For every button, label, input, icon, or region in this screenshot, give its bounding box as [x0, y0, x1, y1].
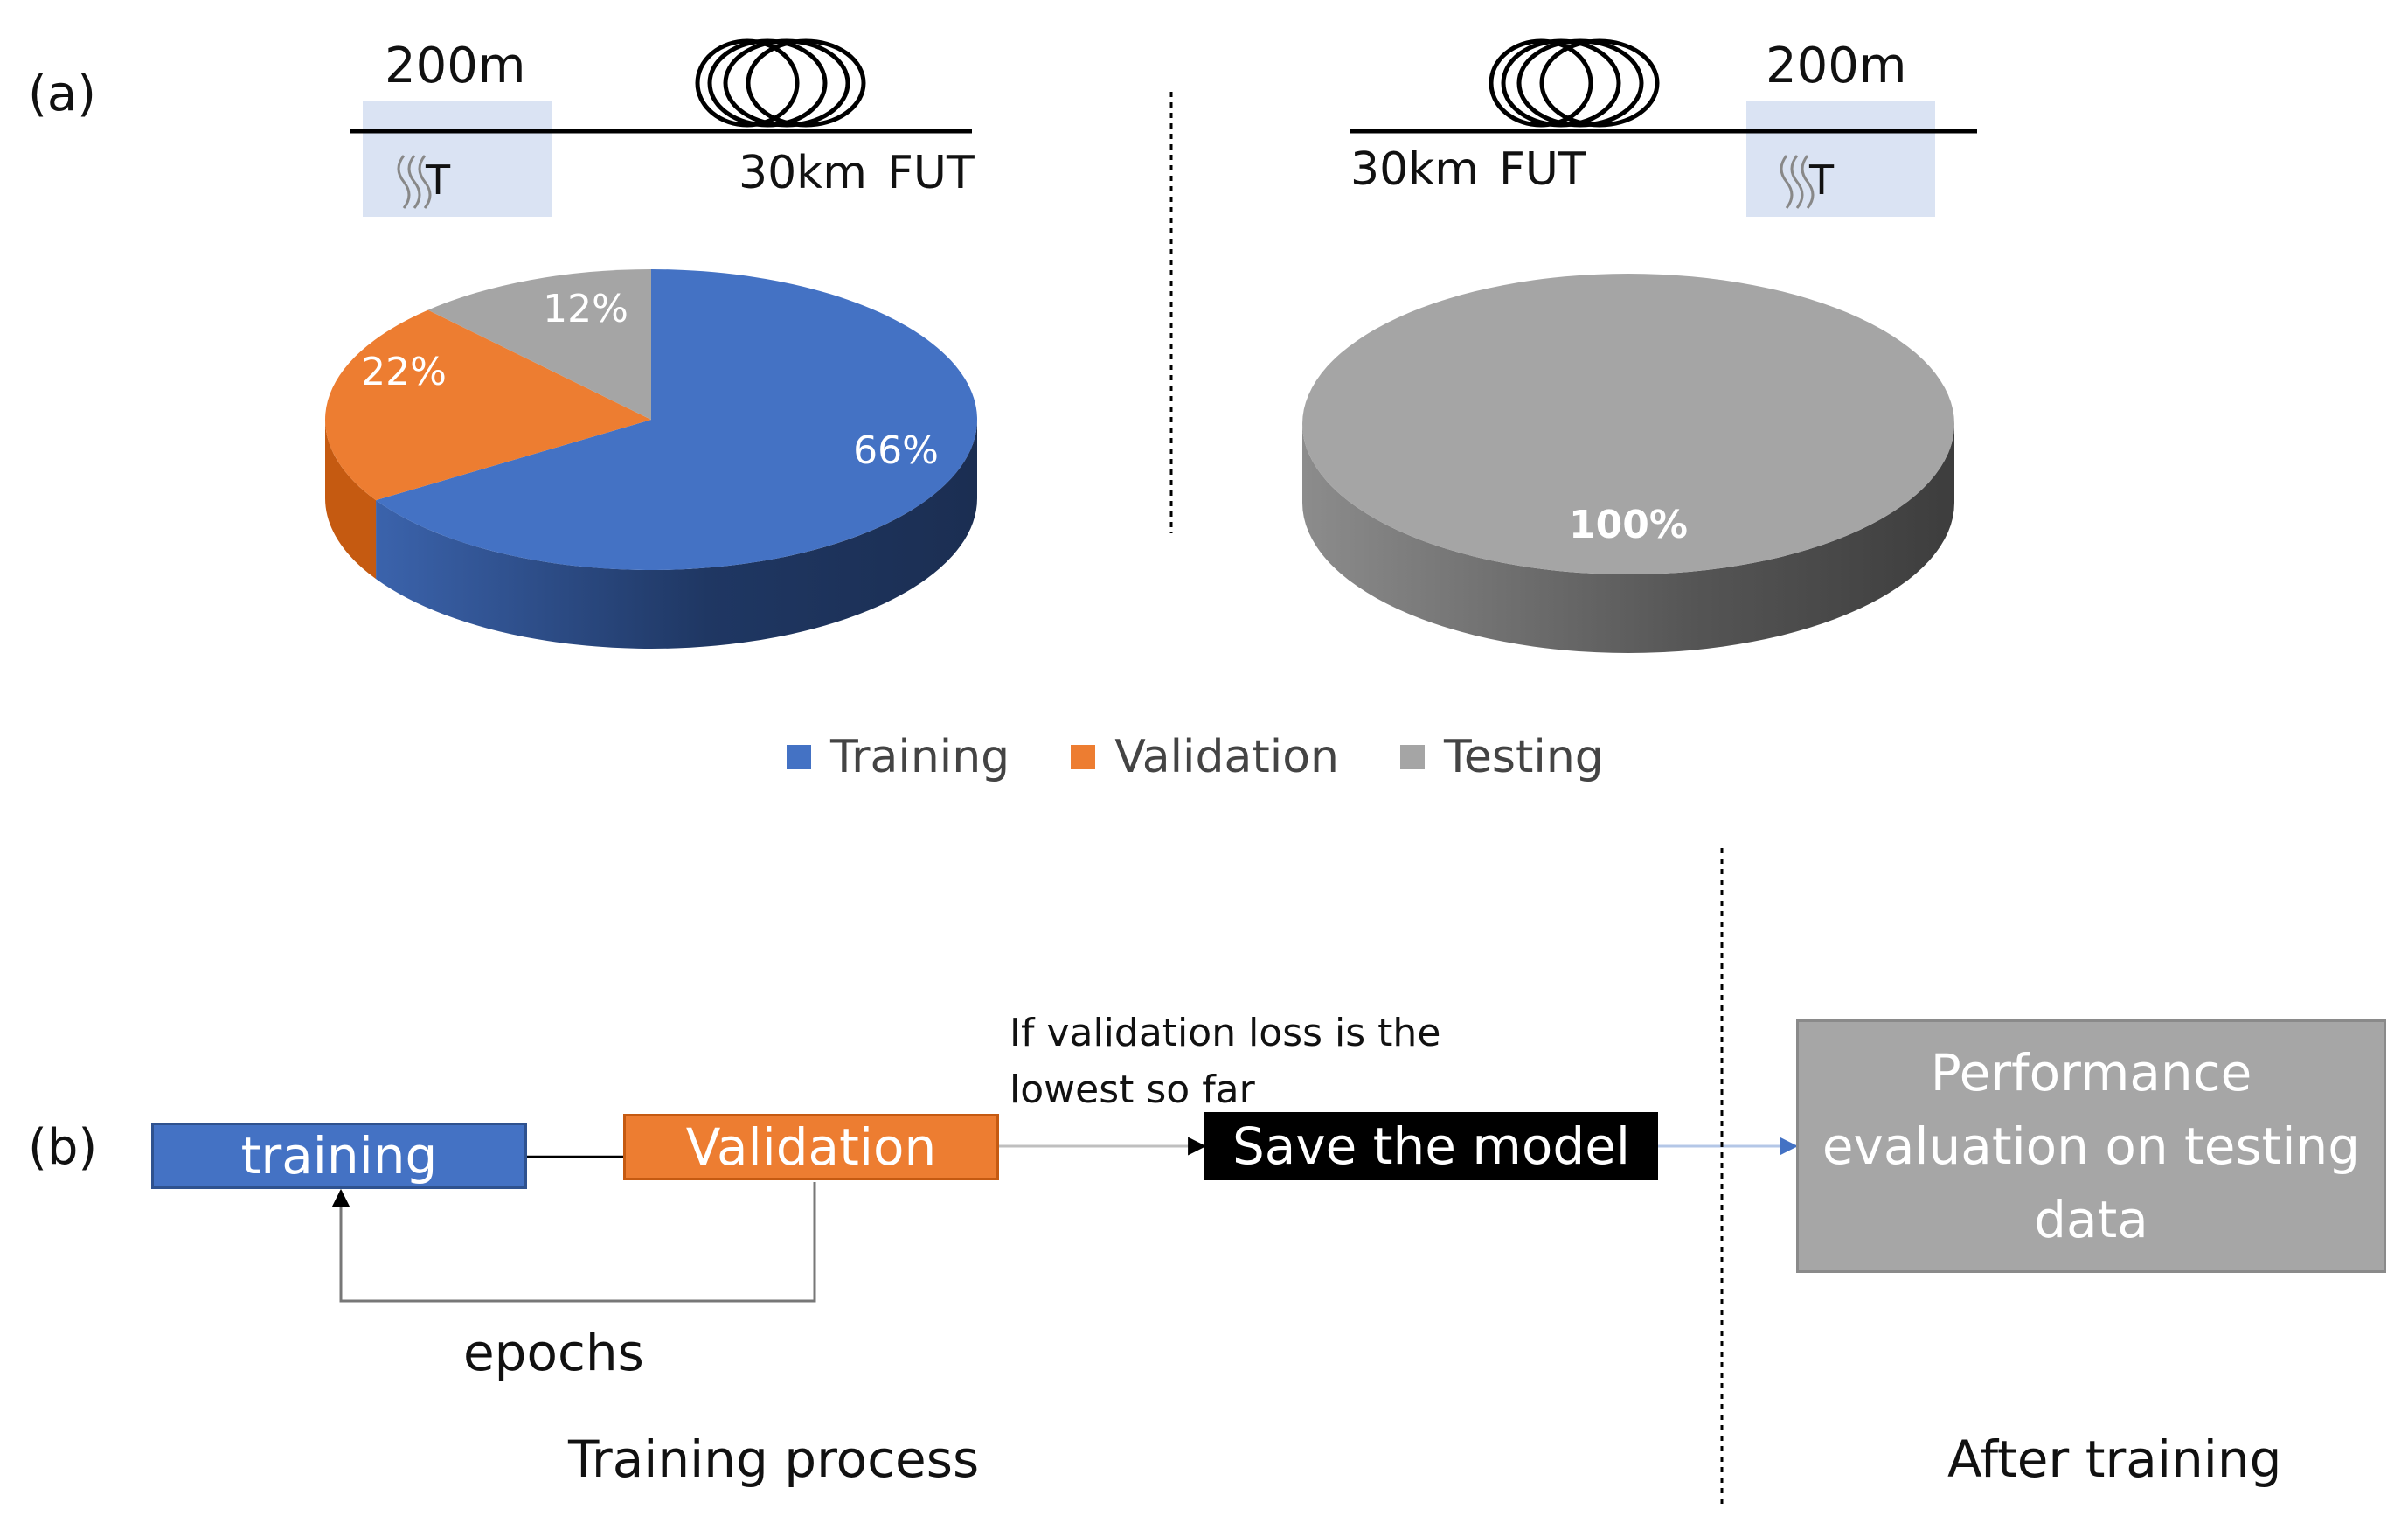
- legend-label-testing: Testing: [1443, 731, 1604, 783]
- heat-waves-left-icon: [397, 155, 432, 209]
- validation-box-label: Validation: [685, 1117, 937, 1177]
- save-model-label: Save the model: [1232, 1116, 1631, 1176]
- pie-1-side-validation: [325, 420, 377, 580]
- legend-item-testing: Testing: [1399, 731, 1604, 783]
- evaluation-line1: Performance: [1930, 1042, 2252, 1102]
- evaluation-box: Performance evaluation on testing data: [1796, 1019, 2386, 1273]
- pie-2-label-testing: 100%: [1569, 503, 1688, 547]
- save-model-box: Save the model: [1204, 1112, 1658, 1180]
- legend-swatch-testing: [1399, 745, 1425, 769]
- fiber-length-left: 30km: [739, 147, 867, 199]
- heated-section-right: [1746, 101, 1935, 217]
- legend-swatch-training: [787, 745, 811, 769]
- temperature-label-left: T: [426, 156, 451, 204]
- legend-swatch-validation: [1071, 745, 1096, 769]
- pie-charts: 66% 22% 12% 100%: [324, 269, 1954, 653]
- fut-label-right: FUT: [1499, 143, 1586, 196]
- pie-legend: Training Validation Testing: [787, 731, 1604, 783]
- epoch-loop-arrow: [331, 1182, 816, 1303]
- panel-a-label: (a): [28, 66, 97, 122]
- legend-label-validation: Validation: [1114, 731, 1339, 783]
- pie-1-slice-testing: [427, 269, 651, 420]
- caption-after-training: After training: [1947, 1429, 2282, 1489]
- temperature-label-right: T: [1809, 156, 1835, 204]
- evaluation-line3: data: [2034, 1190, 2148, 1250]
- pie-1-slice-training: [376, 269, 978, 571]
- validation-box: Validation: [623, 1114, 999, 1180]
- heated-length-right: 200m: [1766, 38, 1907, 94]
- evaluation-line2: evaluation on testing: [1822, 1116, 2361, 1176]
- pie-2-side-testing: [1302, 424, 1954, 653]
- heated-length-left: 200m: [385, 38, 526, 94]
- epochs-label: epochs: [463, 1323, 644, 1382]
- pie-1-slice-validation: [324, 309, 651, 501]
- pie-1-label-training: 66%: [853, 428, 939, 473]
- pie-1-side-training: [376, 420, 977, 649]
- legend-item-validation: Validation: [1071, 731, 1339, 783]
- save-condition-line1: If validation loss is the: [1010, 1011, 1441, 1055]
- pie-1-label-validation: 22%: [361, 350, 447, 394]
- heated-section-left: [363, 101, 552, 217]
- pie-1-label-testing: 12%: [543, 287, 628, 331]
- panel-b-label: (b): [28, 1119, 98, 1176]
- caption-training-process: Training process: [568, 1429, 980, 1489]
- fiber-coil-right-icon: [1489, 38, 1660, 128]
- pie-2-slice-testing: [1302, 274, 1954, 574]
- fiber-length-right: 30km: [1350, 143, 1479, 196]
- training-box-label: training: [240, 1126, 438, 1186]
- save-condition-line2: lowest so far: [1010, 1068, 1255, 1112]
- training-box: training: [151, 1123, 527, 1189]
- fiber-coil-left-icon: [695, 38, 866, 128]
- legend-item-training: Training: [787, 731, 1010, 783]
- heat-waves-right-icon: [1780, 155, 1815, 209]
- fut-label-left: FUT: [887, 147, 975, 199]
- legend-label-training: Training: [830, 731, 1010, 783]
